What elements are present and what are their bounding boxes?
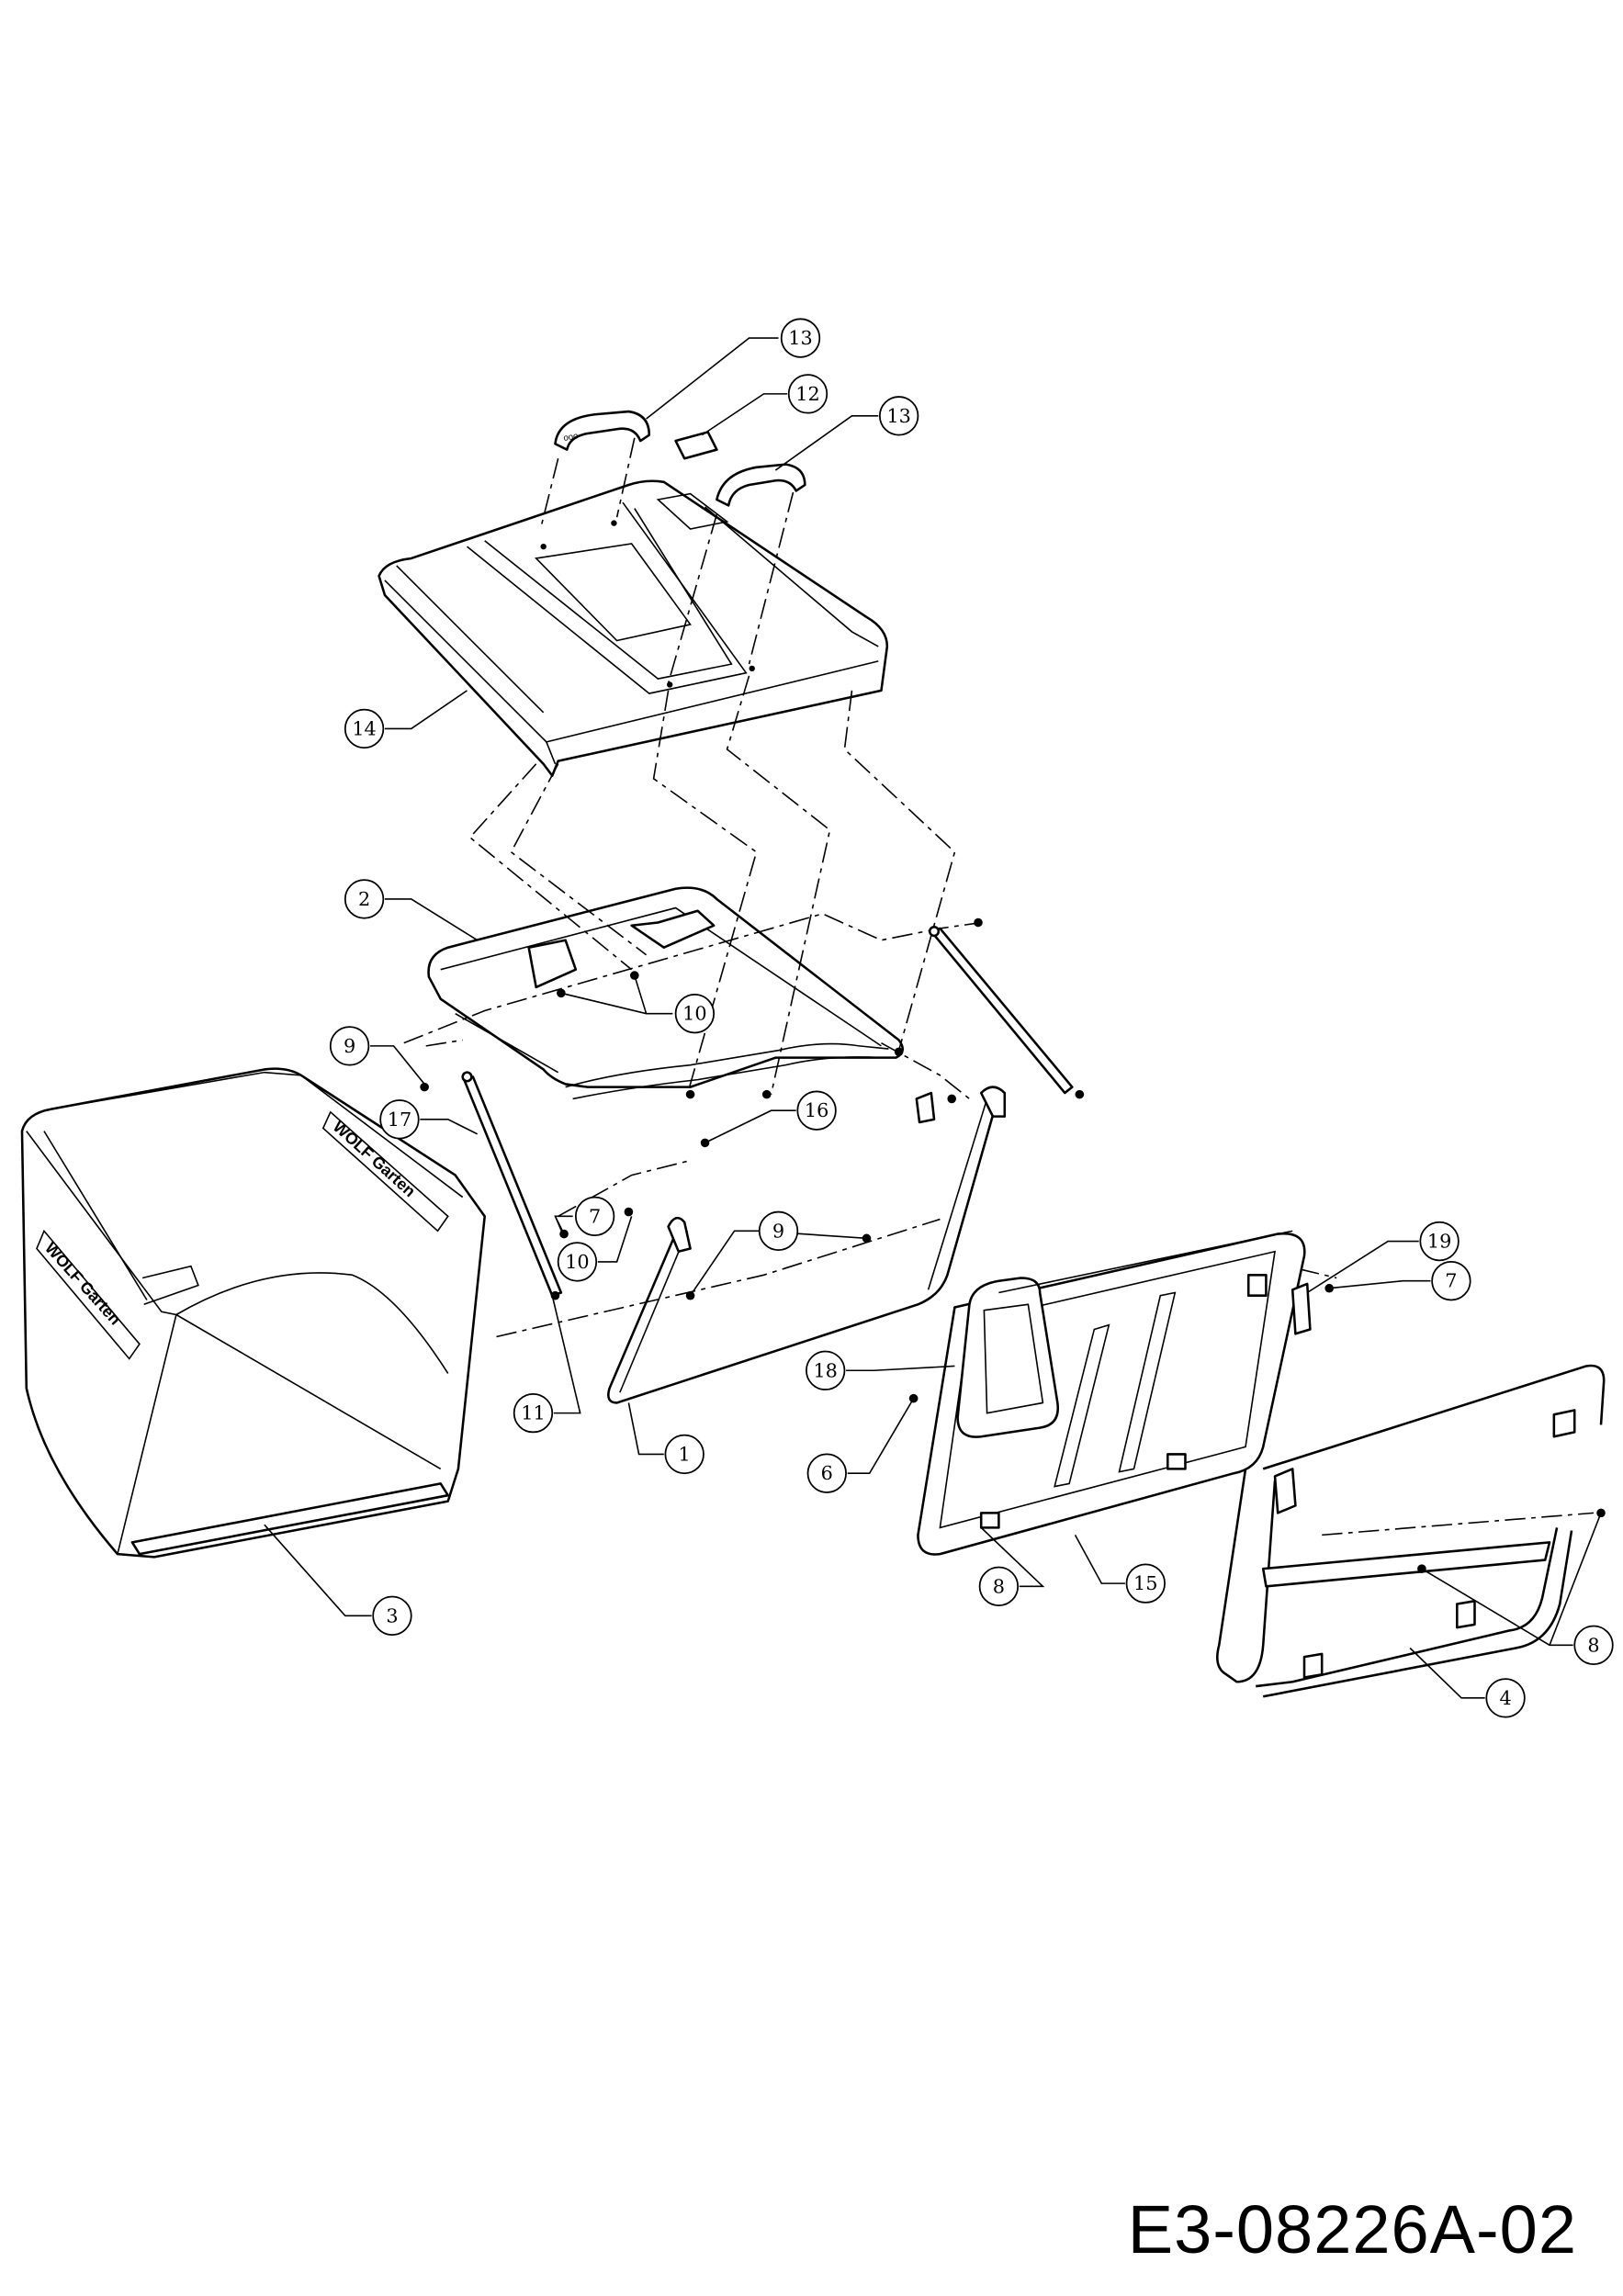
handle-right — [716, 463, 806, 507]
callout-2: 2 — [344, 879, 385, 919]
callout-8b: 8 — [1573, 1625, 1614, 1665]
catcher-back-panel — [917, 1230, 1306, 1556]
svg-text:1: 1 — [679, 1443, 691, 1465]
svg-text:19: 19 — [1427, 1231, 1451, 1253]
svg-text:14: 14 — [352, 717, 376, 739]
svg-text:ooo: ooo — [563, 431, 580, 444]
lower-frame — [607, 1086, 1007, 1404]
grass-catcher-lid — [378, 479, 889, 777]
callout-17: 17 — [379, 1099, 420, 1140]
callout-4: 4 — [1485, 1678, 1526, 1718]
svg-text:13: 13 — [788, 327, 812, 349]
svg-text:16: 16 — [805, 1099, 828, 1121]
svg-text:10: 10 — [682, 1003, 706, 1025]
grass-catcher-bag: WOLF Garten WOLF Garten — [20, 1067, 486, 1559]
callout-13b: 13 — [878, 396, 919, 436]
svg-text:2: 2 — [358, 888, 370, 910]
svg-text:6: 6 — [821, 1462, 833, 1484]
callout-7b: 7 — [1431, 1261, 1471, 1301]
svg-text:8: 8 — [1587, 1634, 1599, 1656]
callout-1: 1 — [664, 1434, 704, 1475]
callout-10b: 10 — [557, 1242, 598, 1282]
handle-left: ooo — [554, 410, 651, 451]
svg-text:13: 13 — [886, 405, 910, 427]
callout-3: 3 — [372, 1595, 412, 1636]
svg-text:17: 17 — [388, 1109, 411, 1131]
callout-10a: 10 — [674, 994, 716, 1034]
callout-11: 11 — [513, 1392, 554, 1434]
svg-text:10: 10 — [565, 1251, 589, 1273]
rear-frame — [1216, 1364, 1606, 1698]
svg-text:18: 18 — [813, 1359, 837, 1381]
hinge-bracket — [1291, 1282, 1312, 1335]
upper-frame — [427, 886, 904, 1100]
fasteners — [420, 917, 1606, 1573]
gas-struts — [461, 926, 1074, 1297]
callout-6: 6 — [806, 1453, 847, 1493]
callout-15: 15 — [1125, 1563, 1166, 1604]
svg-text:9: 9 — [344, 1035, 355, 1057]
callout-9a: 9 — [329, 1026, 370, 1066]
callout-7a: 7 — [574, 1196, 615, 1237]
svg-text:7: 7 — [1445, 1270, 1457, 1292]
svg-text:15: 15 — [1133, 1572, 1157, 1594]
svg-text:11: 11 — [521, 1402, 545, 1424]
callout-12: 12 — [787, 374, 828, 414]
callout-8a: 8 — [978, 1566, 1020, 1606]
svg-text:12: 12 — [795, 383, 819, 405]
callout-14: 14 — [344, 708, 385, 749]
callout-13a: 13 — [780, 318, 821, 358]
svg-text:7: 7 — [589, 1205, 601, 1227]
svg-text:3: 3 — [386, 1604, 398, 1626]
svg-text:9: 9 — [772, 1220, 784, 1242]
svg-text:8: 8 — [993, 1575, 1005, 1597]
callout-16: 16 — [796, 1090, 837, 1131]
callout-19: 19 — [1419, 1221, 1460, 1262]
drawing-code: E3-08226A-02 — [1127, 2191, 1577, 2268]
callout-9b: 9 — [758, 1210, 799, 1252]
callout-18: 18 — [806, 1350, 846, 1390]
warning-label-plate — [674, 431, 718, 460]
svg-text:4: 4 — [1499, 1687, 1511, 1709]
